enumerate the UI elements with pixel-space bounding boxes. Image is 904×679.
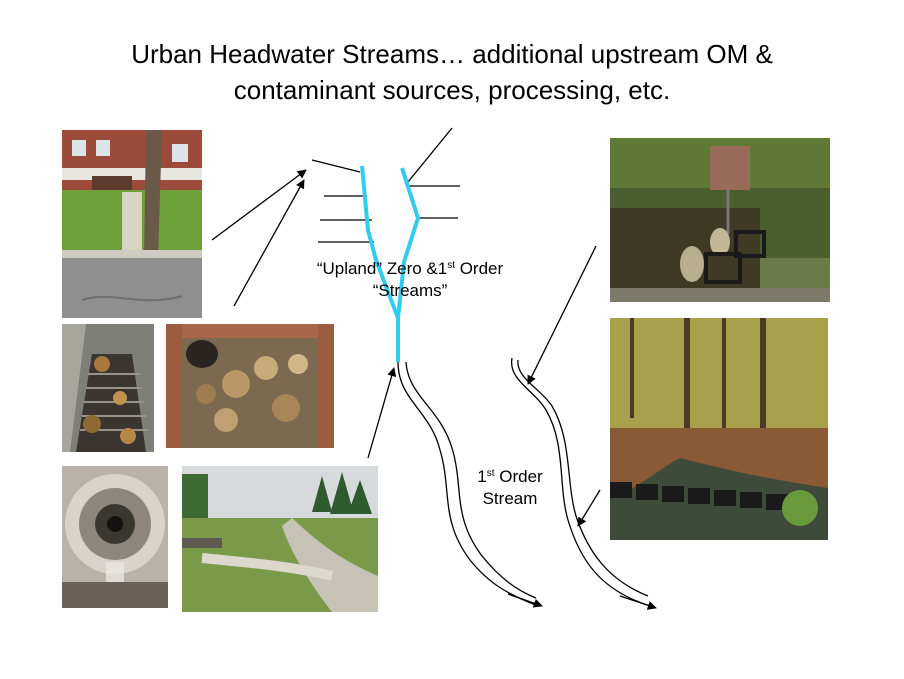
stream-flow-arrow [507, 593, 543, 608]
slide-title: Urban Headwater Streams… additional upst… [40, 36, 864, 108]
title-line-2: contaminant sources, processing, etc. [233, 75, 671, 105]
title-line-1: Urban Headwater Streams… additional upst… [131, 39, 773, 69]
first-order-stream-label: 1st Order Stream [477, 467, 543, 508]
first-order-stream-bank [397, 361, 539, 607]
stream-flow-arrow [619, 595, 657, 610]
headwater-channel-left [360, 165, 400, 319]
arrow-from-house [211, 169, 307, 241]
downstream-channel-bank [511, 357, 651, 607]
culvert-pipe-photo [62, 466, 168, 608]
first-order-stream-bank [405, 361, 537, 599]
upland-streams-label: “Upland” Zero &1st Order “Streams” [316, 259, 504, 300]
rowhouse-yard-photo [62, 130, 202, 318]
arrow-from-monitor [527, 245, 597, 385]
brick-inlet-leaves-photo [166, 324, 334, 448]
surface-runoff-photo [182, 466, 378, 612]
arrow-from-stream-photo [577, 489, 601, 527]
forested-stream-photo [610, 318, 828, 540]
downstream-channel-bank [517, 359, 649, 597]
tick-line [311, 159, 361, 173]
arrow-from-drain [233, 179, 305, 307]
headwater-channel-right [396, 167, 421, 362]
storm-drain-leaves-photo [62, 324, 154, 452]
stream-monitoring-photo [610, 138, 830, 302]
tick-line [407, 127, 453, 183]
arrow-from-runoff [367, 367, 397, 459]
